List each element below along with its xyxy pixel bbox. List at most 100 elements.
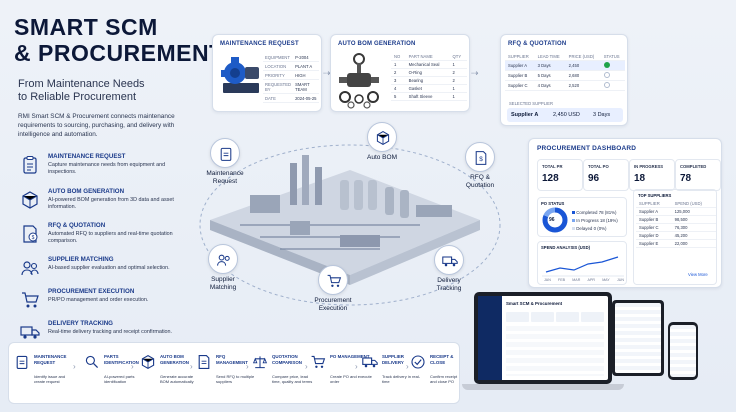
cell: Supplier E bbox=[636, 239, 672, 248]
stat-value: 128 bbox=[542, 173, 559, 184]
flow-step-maintenance[interactable]: MAINTENANCE REQUEST Identify issue and c… bbox=[14, 348, 76, 398]
node-supplier[interactable] bbox=[208, 244, 238, 274]
step-delivery-tracking[interactable]: DELIVERY TRACKING Real-time delivery tra… bbox=[20, 320, 200, 348]
legend-value: 78 (81%) bbox=[598, 210, 617, 215]
legend-label: Completed bbox=[576, 210, 598, 215]
tablet[interactable] bbox=[612, 300, 664, 376]
flow-step-desc: Generate accurate BOM automatically bbox=[160, 374, 194, 384]
laptop-base bbox=[462, 384, 624, 390]
document-icon bbox=[198, 355, 210, 369]
flow-step-desc: Confirm receipt and close PO bbox=[430, 374, 458, 384]
x-tick: JAN bbox=[544, 278, 551, 282]
cycle-diagram bbox=[199, 144, 501, 306]
flow-step-rfq[interactable]: RFQ MANAGEMENT Send RFQ to multiple supp… bbox=[196, 348, 258, 398]
flow-step-parts-identification[interactable]: PARTS IDENTIFICATION AI-powered parts id… bbox=[84, 348, 146, 398]
cart-icon bbox=[22, 292, 39, 308]
cube-icon bbox=[376, 131, 390, 145]
clipboard-icon bbox=[220, 147, 232, 161]
step-maintenance-request[interactable]: MAINTENANCE REQUEST Capture maintenance … bbox=[20, 153, 200, 181]
po-total: 96 bbox=[549, 217, 555, 223]
arrow-icon: › bbox=[406, 362, 409, 371]
stat-value: 78 bbox=[680, 173, 692, 184]
step-title: PROCUREMENT EXECUTION bbox=[48, 288, 135, 295]
svg-text:$: $ bbox=[479, 156, 483, 163]
people-icon bbox=[217, 254, 230, 266]
stat-label: IN PROGRESS bbox=[634, 164, 664, 169]
flow-step-title: RFQ MANAGEMENT bbox=[216, 354, 248, 365]
cell: Supplier B bbox=[505, 70, 535, 81]
card-title: AUTO BOM GENERATION bbox=[338, 41, 416, 47]
cell: 1 bbox=[391, 60, 406, 69]
node-rfq[interactable]: $ bbox=[465, 142, 495, 172]
step-rfq[interactable]: $ RFQ & QUOTATION Automated RFQ to suppl… bbox=[20, 222, 200, 250]
cell: 2,680 bbox=[565, 70, 601, 81]
check-icon bbox=[600, 60, 625, 71]
selected-supplier-label: SELECTED SUPPLIER bbox=[509, 101, 553, 106]
arrow-icon: › bbox=[131, 362, 134, 371]
selected-supplier-row[interactable]: Supplier A 2,450 USD 3 Days bbox=[507, 108, 623, 122]
pending-icon bbox=[600, 70, 625, 81]
step-supplier-matching[interactable]: SUPPLIER MATCHING AI-based supplier eval… bbox=[20, 256, 200, 284]
bottom-flow-panel bbox=[8, 342, 460, 404]
node-label-delivery: Delivery Tracking bbox=[436, 277, 462, 292]
phone[interactable] bbox=[668, 322, 698, 380]
cell: 2 bbox=[391, 68, 406, 77]
laptop-display: Smart SCM & Procurement bbox=[478, 296, 608, 380]
laptop-screen[interactable]: Smart SCM & Procurement bbox=[474, 292, 612, 384]
step-desc: PR/PO management and order execution. bbox=[48, 297, 149, 303]
hero-title-line1: SMART SCM bbox=[14, 14, 158, 40]
flow-step-po[interactable]: PO MANAGEMENT Create PO and execute orde… bbox=[310, 348, 372, 398]
hero-description: RMI Smart SCM & Procurement connects mai… bbox=[18, 113, 175, 138]
node-procurement[interactable] bbox=[318, 265, 348, 295]
arrow-icon: › bbox=[355, 362, 358, 371]
flow-step-delivery[interactable]: SUPPLIER DELIVERY Track delivery in real… bbox=[362, 348, 424, 398]
top-suppliers-title: TOP SUPPLIERS bbox=[638, 193, 672, 198]
step-desc: AI-powered BOM generation from 3D data a… bbox=[48, 197, 174, 210]
valve-parts-icon bbox=[339, 53, 379, 109]
cell: 2,450 bbox=[565, 60, 601, 71]
detail-key: REQUESTED BY bbox=[263, 79, 294, 94]
col-header: QTY bbox=[449, 53, 467, 61]
flow-step-receipt[interactable]: RECEIPT & CLOSE Confirm receipt and clos… bbox=[410, 348, 458, 398]
cell: 125,000 bbox=[671, 207, 716, 216]
node-label-autobom: Auto BOM bbox=[367, 154, 397, 161]
flow-step-quotation[interactable]: QUOTATION COMPARISON Compare price, lead… bbox=[252, 348, 314, 398]
hero-title: SMART SCM & PROCUREMENT bbox=[14, 14, 224, 66]
flow-step-auto-bom[interactable]: AUTO BOM GENERATION Generate accurate BO… bbox=[140, 348, 202, 398]
node-delivery[interactable] bbox=[434, 245, 464, 275]
step-auto-bom[interactable]: AUTO BOM GENERATION AI-powered BOM gener… bbox=[20, 188, 200, 216]
scale-icon bbox=[252, 356, 268, 369]
node-maintenance[interactable] bbox=[210, 138, 240, 168]
view-more-link[interactable]: View More bbox=[688, 272, 708, 277]
node-autobom[interactable] bbox=[367, 122, 397, 152]
flow-step-title: MAINTENANCE REQUEST bbox=[34, 354, 67, 365]
step-procurement-execution[interactable]: PROCUREMENT EXECUTION PR/PO management a… bbox=[20, 288, 200, 316]
spend-line bbox=[545, 256, 619, 273]
card-title: MAINTENANCE REQUEST bbox=[220, 41, 299, 47]
